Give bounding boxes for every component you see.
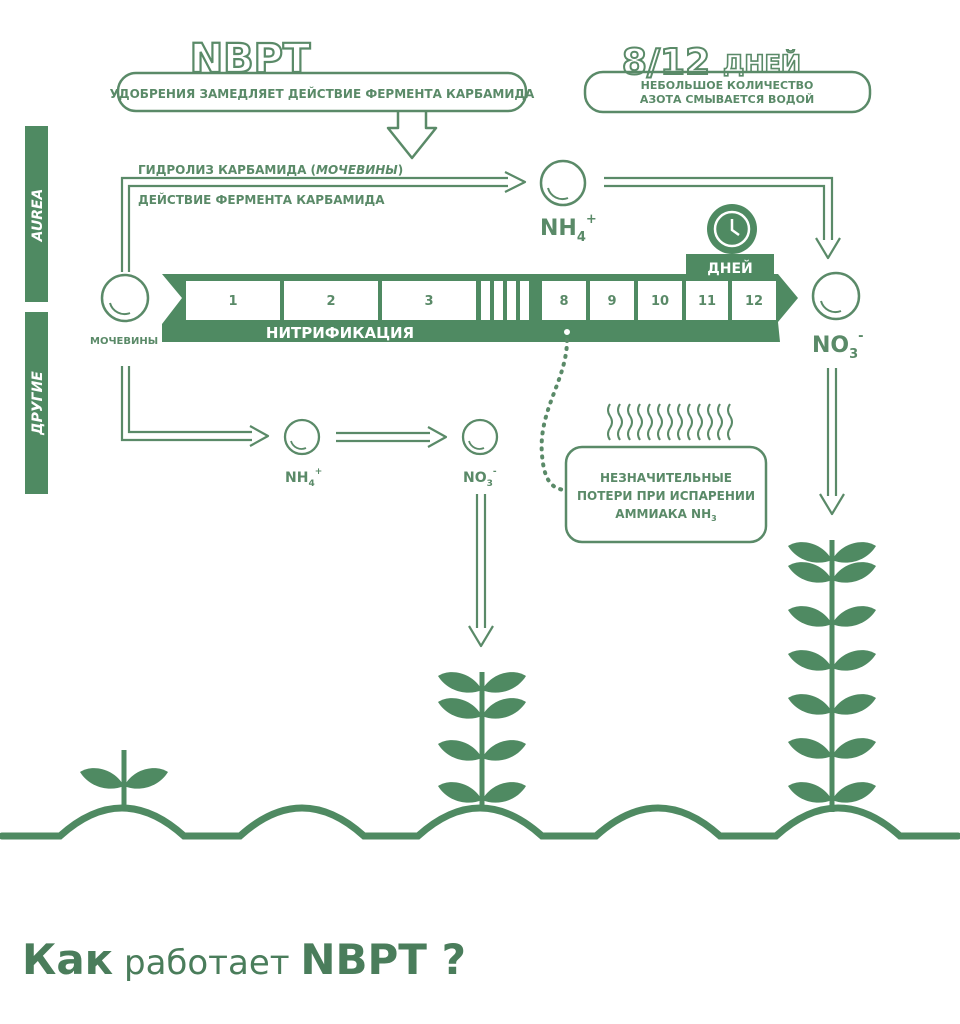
- hydrolysis-label: ГИДРОЛИЗ КАРБАМИДА (МОЧЕВИНЫ): [138, 163, 403, 177]
- no3-right-shine-icon: [820, 300, 842, 314]
- no3-right-circle: [811, 271, 861, 321]
- no3-lower-down-arrow-icon: [468, 625, 494, 648]
- hydrolysis-arrow-icon: [504, 171, 527, 193]
- nbpt-caption: УДОБРЕНИЯ ЗАМЕДЛЯЕТ ДЕЙСТВИЕ ФЕРМЕНТА КА…: [110, 86, 535, 101]
- urea-circle: [100, 273, 150, 323]
- nh4-lower-to-no3-arrow-icon: [427, 426, 448, 448]
- day-cell-11: 11: [698, 294, 716, 309]
- timeline-cells: [186, 281, 776, 320]
- ammonia-loss-box: [564, 445, 768, 544]
- day-cell-3: 3: [424, 294, 433, 309]
- nitrification-label: НИТРИФИКАЦИЯ: [266, 324, 414, 342]
- title-part-nbpt: NBPT ?: [300, 935, 466, 984]
- day-cell-2: 2: [326, 294, 335, 309]
- small-sprout-icon: [80, 750, 168, 808]
- no3-lower-shine-icon: [468, 440, 485, 450]
- nh4-lower-shine-icon: [290, 440, 307, 450]
- nbpt-caption-box: [116, 71, 528, 113]
- nh4-lower-to-no3-line: [336, 431, 430, 443]
- loss-line-3: АММИАКА NH3: [615, 507, 716, 523]
- ground-line: [0, 804, 960, 840]
- days-tag-label: ДНЕЙ: [707, 260, 752, 277]
- page-title: Как работает NBPT ?: [22, 935, 466, 984]
- days-range: 8/12: [622, 42, 710, 83]
- title-part-rabotaet: работает: [113, 943, 301, 983]
- no3-lower-label: NO3-: [463, 467, 497, 489]
- evaporation-waves-icon: [607, 403, 733, 441]
- day-cell-8: 8: [559, 294, 568, 309]
- others-path-arrow-icon: [249, 425, 270, 447]
- no3-lower-down-line: [475, 494, 487, 628]
- medium-plant-icon: [438, 672, 526, 810]
- tall-plant-icon: [788, 540, 876, 812]
- day-cell-12: 12: [745, 294, 763, 309]
- days-caption-box: [583, 70, 872, 114]
- nh4-to-no3-line: [604, 176, 834, 240]
- aurea-side-bar: [25, 126, 48, 302]
- clock-hands-icon: [730, 219, 740, 237]
- others-label: ДРУГИЕ: [30, 371, 46, 436]
- nh4-lower-circle: [283, 418, 321, 456]
- no3-right-label: NO3-: [812, 329, 864, 362]
- urea-shine-icon: [109, 302, 131, 316]
- nh4-upper-label: NH4+: [540, 212, 597, 245]
- days-caption-1: НЕБОЛЬШОЕ КОЛИЧЕСТВО: [641, 79, 814, 92]
- nh4-upper-shine-icon: [547, 187, 569, 201]
- no3-right-down-arrow-icon: [819, 493, 845, 516]
- nh4-lower-label: NH4+: [285, 467, 322, 489]
- enzyme-action-label: ДЕЙСТВИЕ ФЕРМЕНТА КАРБАМИДА: [138, 192, 385, 207]
- loss-line-2: ПОТЕРИ ПРИ ИСПАРЕНИИ: [577, 489, 755, 503]
- nh4-to-no3-line-inner: [604, 184, 826, 240]
- urea-label: МОЧЕВИНЫ: [90, 336, 158, 347]
- hydrolysis-line: [120, 176, 508, 272]
- title-part-kak: Как: [22, 935, 114, 984]
- day-cell-10: 10: [651, 294, 669, 309]
- days-caption-2: АЗОТА СМЫВАЕТСЯ ВОДОЙ: [640, 93, 814, 106]
- days-word: ДНЕЙ: [723, 49, 801, 78]
- day-8-marker: [562, 327, 572, 337]
- nbpt-down-arrow-icon: [386, 111, 438, 160]
- days-tag: [686, 254, 774, 278]
- hydrolysis-line-inner: [127, 184, 508, 272]
- no3-upper-down-arrow-icon: [815, 237, 841, 260]
- loss-line-1: НЕЗНАЧИТЕЛЬНЫЕ: [600, 471, 732, 485]
- others-path-line: [120, 366, 252, 442]
- timeline-labels: 1 2 3 8 9 10 11 12: [228, 294, 763, 309]
- day-cell-9: 9: [607, 294, 616, 309]
- evaporation-dotted-line: [539, 338, 569, 492]
- nbpt-heading: NBPT: [190, 36, 311, 82]
- aurea-label: AUREA: [30, 189, 46, 243]
- clock-face-icon: [713, 210, 751, 248]
- nh4-upper-circle: [539, 159, 587, 207]
- day-cell-1: 1: [228, 294, 237, 309]
- no3-right-down-line: [826, 368, 838, 496]
- others-side-bar: [25, 312, 48, 494]
- no3-lower-circle: [461, 418, 499, 456]
